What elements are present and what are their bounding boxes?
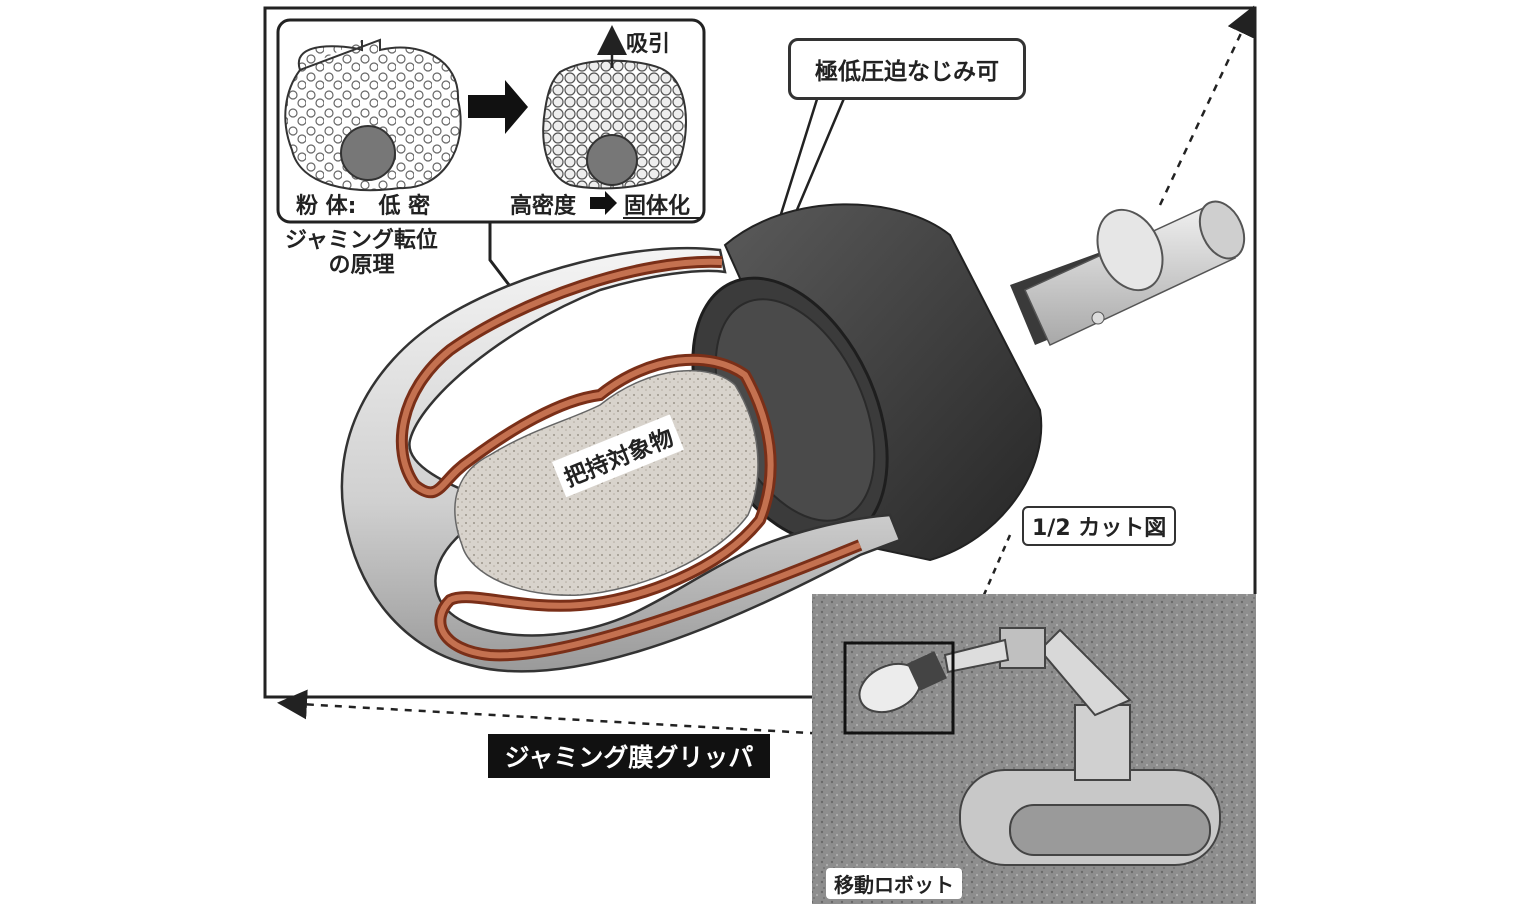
housing: [691, 203, 1043, 562]
robot-label: 移動ロボット: [826, 868, 962, 899]
dashed-arrow-left: [277, 689, 846, 737]
suction-label: 吸引: [626, 32, 671, 57]
half-cut-label: 1/2 カット図: [1022, 506, 1177, 546]
object-circle-2: [586, 134, 638, 186]
shaft: [1010, 200, 1246, 347]
ultra-low-pressure-callout: 極低圧迫なじみ可: [788, 38, 1026, 100]
dashed-leader: [958, 534, 1012, 651]
small-arrow: [590, 191, 617, 215]
grip-object: [454, 369, 759, 596]
solidify-label: 固体化: [624, 194, 691, 219]
transition-arrow: [468, 80, 528, 134]
jamming-membrane-inner: [398, 258, 862, 659]
low-density-blob: [284, 38, 462, 192]
principle-caption: ジャミング転位 の原理: [285, 228, 438, 279]
object-circle-1: [340, 125, 396, 181]
high-density-blob: [542, 59, 687, 190]
gripper-title: ジャミング膜グリッパ: [488, 734, 770, 778]
robot-body: [858, 627, 1221, 866]
low-density-label: 粉 体: 低 密: [296, 194, 431, 219]
frame-outline: [263, 6, 1257, 699]
dashed-arrow-up: [1158, 5, 1255, 206]
robot-focus-box: [843, 641, 955, 735]
high-density-label: 高密度: [510, 194, 577, 219]
gripper-shell: [340, 246, 902, 673]
